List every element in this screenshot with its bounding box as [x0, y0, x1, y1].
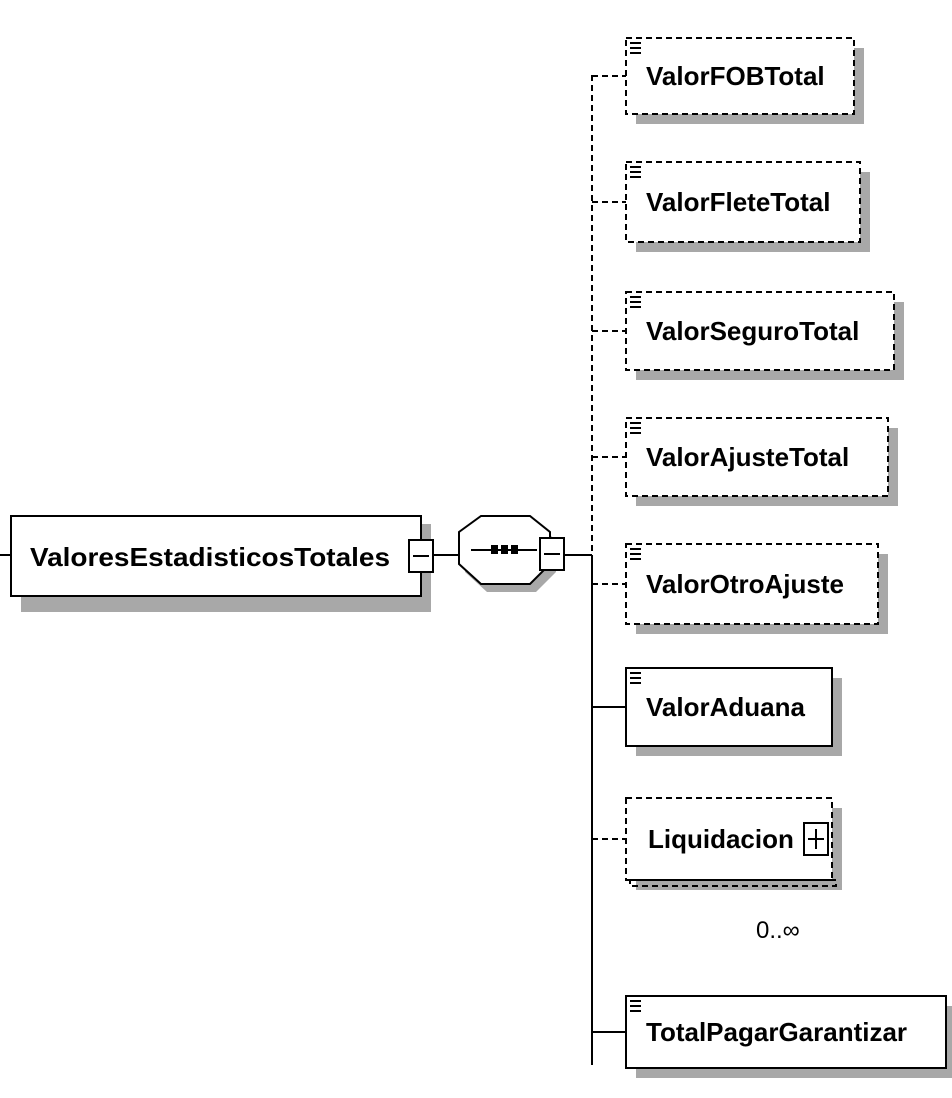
- element-box: [625, 995, 947, 1069]
- element-node-valorotroajuste[interactable]: ValorOtroAjuste: [625, 543, 888, 634]
- sequence-icon: [471, 545, 537, 554]
- element-box: [625, 417, 889, 497]
- expand-toggle[interactable]: [803, 822, 829, 856]
- sequence-collapse-toggle[interactable]: [539, 537, 565, 571]
- root-element-label: ValoresEstadisticosTotales: [30, 542, 390, 572]
- element-box: [625, 161, 861, 243]
- element-node-totalpagargarantizar[interactable]: TotalPagarGarantizar: [625, 995, 952, 1078]
- element-box: [625, 543, 879, 625]
- element-label-liquidacion: Liquidacion: [648, 824, 794, 854]
- simple-content-icon: [630, 672, 641, 684]
- root-element-box: [10, 515, 422, 597]
- element-label-valorajustetotal: ValorAjusteTotal: [646, 442, 849, 472]
- root-element-node[interactable]: ValoresEstadisticosTotales: [10, 515, 431, 612]
- child-elements: ValorFOBTotalValorFleteTotalValorSeguroT…: [592, 37, 952, 1078]
- sequence-compositor[interactable]: [458, 515, 556, 592]
- root-collapse-toggle[interactable]: [408, 539, 434, 573]
- element-label-valoraduana: ValorAduana: [646, 692, 805, 722]
- simple-content-icon: [630, 166, 641, 178]
- element-node-valorfletetotal[interactable]: ValorFleteTotal: [625, 161, 870, 252]
- simple-content-icon: [630, 296, 641, 308]
- cardinality-label: 0..∞: [756, 917, 800, 944]
- simple-content-icon: [630, 422, 641, 434]
- element-box: [625, 291, 895, 371]
- element-node-liquidacion[interactable]: Liquidacion: [625, 797, 842, 890]
- element-node-valoraduana[interactable]: ValorAduana: [625, 667, 842, 756]
- simple-content-icon: [630, 1000, 641, 1012]
- element-node-valorsegurototal[interactable]: ValorSeguroTotal: [625, 291, 904, 380]
- simple-content-icon: [630, 548, 641, 560]
- simple-content-icon: [630, 42, 641, 54]
- element-node-valorfobtotal[interactable]: ValorFOBTotal: [625, 37, 864, 124]
- element-box: [625, 37, 855, 115]
- element-box: [625, 667, 833, 747]
- repeat-stack-indicator: [629, 879, 837, 887]
- element-box: [625, 797, 833, 881]
- element-label-valorfletetotal: ValorFleteTotal: [646, 187, 830, 217]
- element-label-valorotroajuste: ValorOtroAjuste: [646, 569, 844, 599]
- element-label-valorfobtotal: ValorFOBTotal: [646, 61, 825, 91]
- element-node-valorajustetotal[interactable]: ValorAjusteTotal: [625, 417, 898, 506]
- element-label-totalpagargarantizar: TotalPagarGarantizar: [646, 1017, 907, 1047]
- element-label-valorsegurototal: ValorSeguroTotal: [646, 316, 859, 346]
